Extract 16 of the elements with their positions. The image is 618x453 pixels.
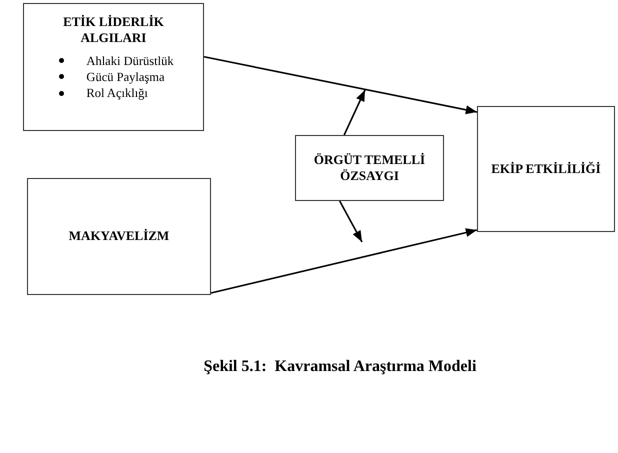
box-title: EKİP ETKİLİLİĞİ [491, 160, 601, 178]
bullet-item: Gücü Paylaşma [86, 68, 165, 85]
concept-box [23, 3, 204, 131]
arrow [210, 228, 478, 294]
outcome-box [477, 106, 615, 232]
box-title: ETİK LİDERLİK ALGILARI [62, 14, 165, 46]
arrow [339, 200, 363, 242]
arrow [343, 90, 366, 136]
figure-caption: Şekil 5.1: Kavramsal Araştırma Modeli [202, 358, 478, 376]
box-title: MAKYAVELİZM [68, 228, 170, 245]
box-title: ÖRGÜT TEMELLİ ÖZSAYGI [312, 152, 426, 184]
arrow [204, 56, 478, 114]
bullet-item: Rol Açıklığı [86, 85, 148, 102]
concept-box [27, 178, 211, 295]
moderator-box [295, 135, 444, 201]
bullet-item: Ahlaki Dürüstlük [86, 52, 174, 69]
